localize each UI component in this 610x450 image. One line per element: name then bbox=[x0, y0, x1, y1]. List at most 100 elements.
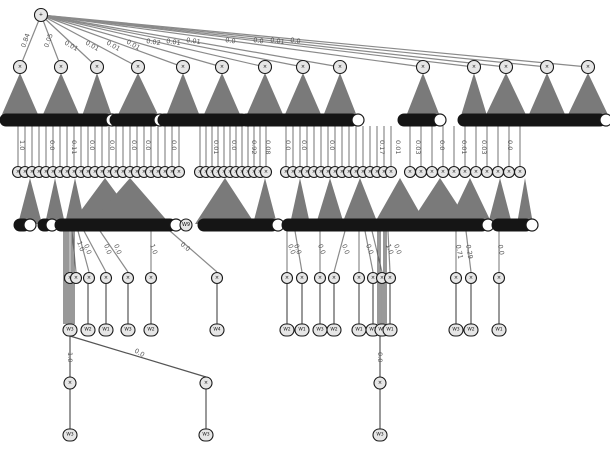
product-node-circle bbox=[63, 376, 77, 390]
leaf-node-shape bbox=[62, 428, 78, 442]
leaf-node-label: W2 bbox=[378, 327, 385, 333]
sum-edge-label: 1.0 bbox=[18, 140, 26, 150]
product-node: × bbox=[89, 59, 105, 75]
product-node-symbol: × bbox=[220, 64, 224, 70]
sum-node-symbol: × bbox=[291, 169, 295, 175]
product-node: × bbox=[63, 376, 77, 390]
product-node: × bbox=[69, 271, 83, 285]
leaf-node-label: W2 bbox=[467, 327, 474, 333]
leaf-node-label: W2 bbox=[147, 327, 154, 333]
leaf-node-shape bbox=[80, 323, 96, 337]
product-node-circle bbox=[415, 59, 431, 75]
fanout-triangle bbox=[81, 73, 113, 119]
sum-node-symbol: × bbox=[430, 169, 434, 175]
fanout-triangle bbox=[283, 73, 323, 119]
product-edge-label: 1.0 bbox=[75, 240, 86, 252]
sum-edge-label: 0.08 bbox=[264, 140, 272, 154]
product-node-circle bbox=[121, 271, 135, 285]
root-edge-label: 0.01 bbox=[63, 39, 80, 53]
sum-node-symbol: × bbox=[326, 169, 330, 175]
sum-node: × bbox=[259, 165, 273, 179]
leaf-node: W3 bbox=[62, 323, 78, 337]
sum-edge-label: 0.0 bbox=[506, 140, 514, 150]
product-node-circle bbox=[327, 271, 341, 285]
product-node-symbol: × bbox=[126, 275, 130, 281]
product-node-circle bbox=[99, 271, 113, 285]
product-node-symbol: × bbox=[497, 275, 501, 281]
root-to-product-edge bbox=[40, 14, 139, 68]
sum-edge-label: 0.0 bbox=[170, 140, 178, 150]
root-edge-label: 0.01 bbox=[186, 36, 201, 46]
product-node-symbol: × bbox=[59, 64, 63, 70]
leaf-node-label: W3 bbox=[452, 327, 459, 333]
sum-bar-l3-d-body bbox=[197, 218, 279, 232]
leaf-node-shape bbox=[120, 323, 136, 337]
root-to-product-edge bbox=[19, 14, 42, 68]
product-node-circle bbox=[280, 271, 294, 285]
fanout-triangle bbox=[460, 73, 488, 119]
root-edge-label: 0.01 bbox=[84, 39, 101, 53]
sum-node-symbol: × bbox=[354, 169, 358, 175]
product-node: × bbox=[539, 59, 555, 75]
product-node: × bbox=[580, 59, 596, 75]
product-node-circle bbox=[580, 59, 596, 75]
leaf-node: W3 bbox=[120, 323, 136, 337]
leaf-node: W3 bbox=[62, 428, 78, 442]
fanout-triangle bbox=[448, 178, 492, 224]
sum-to-product-edge bbox=[333, 230, 346, 273]
fanout-triangle bbox=[195, 178, 255, 224]
leaf-node-label: W3 bbox=[376, 432, 383, 438]
product-node: × bbox=[327, 271, 341, 285]
leaf-node-shape bbox=[143, 323, 159, 337]
product-node: × bbox=[144, 271, 158, 285]
product-node-symbol: × bbox=[74, 275, 78, 281]
product-node: × bbox=[99, 271, 113, 285]
sum-bar-b-body bbox=[109, 113, 161, 127]
product-node: × bbox=[415, 59, 431, 75]
product-edge-label: 1.0 bbox=[148, 243, 159, 255]
root-to-product-edge bbox=[40, 14, 341, 68]
sum-node-symbol: × bbox=[312, 169, 316, 175]
product-edge-label: 0.0 bbox=[364, 243, 375, 255]
fanout-triangle bbox=[253, 178, 277, 224]
leaf-node-shape bbox=[326, 323, 342, 337]
product-node-symbol: × bbox=[18, 64, 22, 70]
sum-node-symbol: × bbox=[170, 169, 174, 175]
sum-bar-l3-c-body bbox=[54, 218, 177, 232]
product-node-symbol: × bbox=[472, 64, 476, 70]
product-node-circle bbox=[144, 271, 158, 285]
product-node-circle bbox=[89, 59, 105, 75]
fanout-triangle bbox=[245, 73, 285, 119]
product-node: × bbox=[498, 59, 514, 75]
sum-bar-d bbox=[239, 113, 365, 127]
sum-node-symbol: × bbox=[177, 169, 181, 175]
product-node-symbol: × bbox=[388, 275, 392, 281]
product-node-circle bbox=[199, 376, 213, 390]
sum-node-symbol: × bbox=[58, 169, 62, 175]
sum-bar-a-body bbox=[0, 113, 113, 127]
sum-node-symbol: × bbox=[319, 169, 323, 175]
sum-to-product-edge bbox=[387, 230, 391, 273]
leaf-node-label: W3 bbox=[66, 432, 73, 438]
product-node-symbol: × bbox=[371, 275, 375, 281]
fanout-triangle bbox=[41, 73, 81, 119]
product-node-symbol: × bbox=[181, 64, 185, 70]
leaf-node: W1 bbox=[98, 323, 114, 337]
product-edge-label: 0.0 bbox=[316, 243, 327, 255]
root-to-product-edge bbox=[40, 14, 589, 68]
sum-node-symbol: × bbox=[37, 169, 41, 175]
product-node-symbol: × bbox=[263, 64, 267, 70]
leaf-node-label: W3 bbox=[66, 327, 73, 333]
sum-node-symbol: × bbox=[389, 169, 393, 175]
sum-node-symbol: × bbox=[65, 169, 69, 175]
sum-edge-label: 0.0 bbox=[284, 140, 292, 150]
product-node-symbol: × bbox=[204, 380, 208, 386]
sum-bar-e-cap bbox=[433, 113, 447, 127]
product-node-symbol: × bbox=[149, 275, 153, 281]
sum-node-symbol: × bbox=[23, 169, 27, 175]
sum-node: × bbox=[513, 165, 527, 179]
sum-node-circle bbox=[259, 165, 273, 179]
sum-edge-label: 0.0 bbox=[328, 140, 336, 150]
product-edge-label: 0.0 bbox=[133, 347, 146, 359]
product-node: × bbox=[313, 271, 327, 285]
